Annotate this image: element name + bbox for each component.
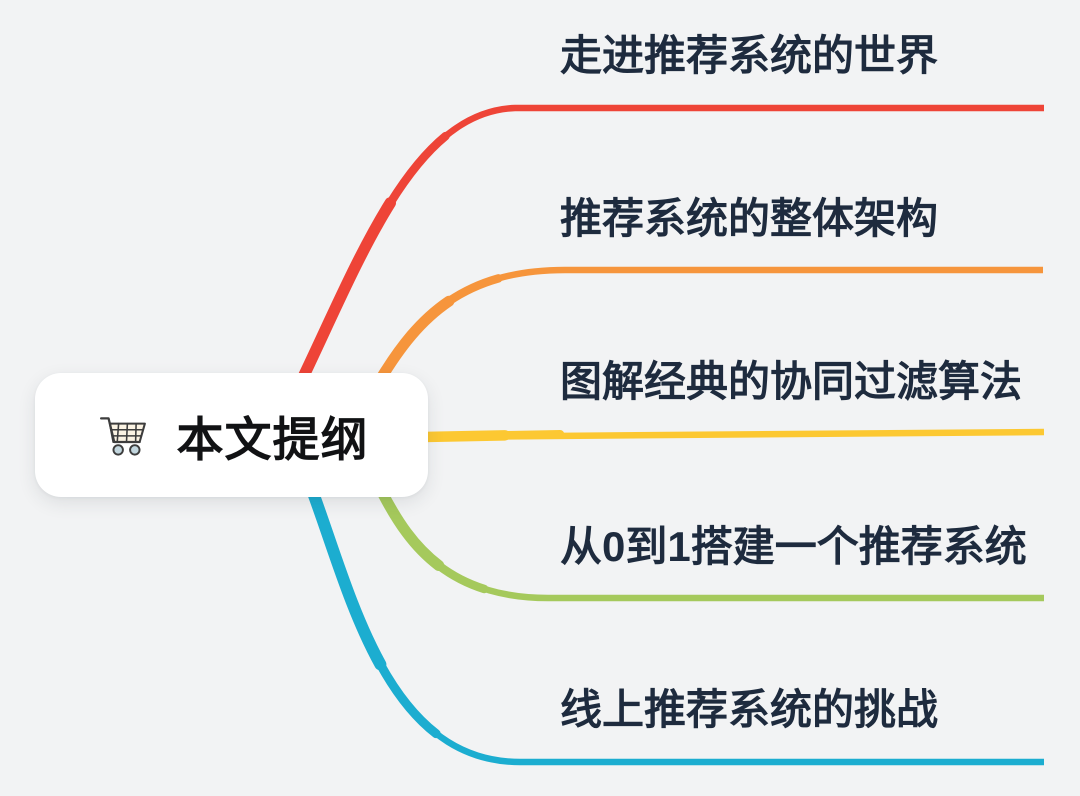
root-node-title: 本文提纲 [176, 412, 369, 466]
branch-line-4-taper-mid [434, 561, 489, 594]
branch-line-5-taper-root [306, 484, 387, 671]
cart-wheel-left [112, 444, 124, 456]
branch-curve-2 [374, 266, 1043, 386]
branch-line-1-taper-root [291, 197, 396, 396]
shopping-cart-icon [99, 417, 146, 456]
cart-wheel-right [128, 444, 140, 456]
branch-line-3-taper-root [418, 430, 511, 443]
branch-curve-1 [291, 104, 1044, 396]
cart-basket-grid [110, 422, 144, 443]
branch-line-1 [294, 104, 1044, 392]
branch-curve-4 [376, 486, 1044, 602]
branch-label-2: 推荐系统的整体架构 [560, 195, 939, 242]
cart-handle [99, 417, 141, 444]
branch-label-5: 线上推荐系统的挑战 [560, 686, 939, 733]
root-node: 本文提纲 [35, 373, 428, 497]
branch-line-2-taper-root [374, 295, 455, 386]
branch-curve-5 [306, 484, 1044, 766]
branch-label-3: 图解经典的协同过滤算法 [560, 358, 1023, 405]
branch-label-1: 走进推荐系统的世界 [560, 32, 939, 79]
branch-line-4-taper-root [376, 486, 445, 571]
branch-curve-3 [418, 428, 1045, 443]
branch-line-1-taper-mid [386, 131, 450, 208]
branch-line-2-taper-mid [444, 274, 503, 306]
branch-label-4: 从0到1搭建一个推荐系统 [560, 523, 1027, 570]
branch-line-5-taper-mid [375, 659, 441, 739]
